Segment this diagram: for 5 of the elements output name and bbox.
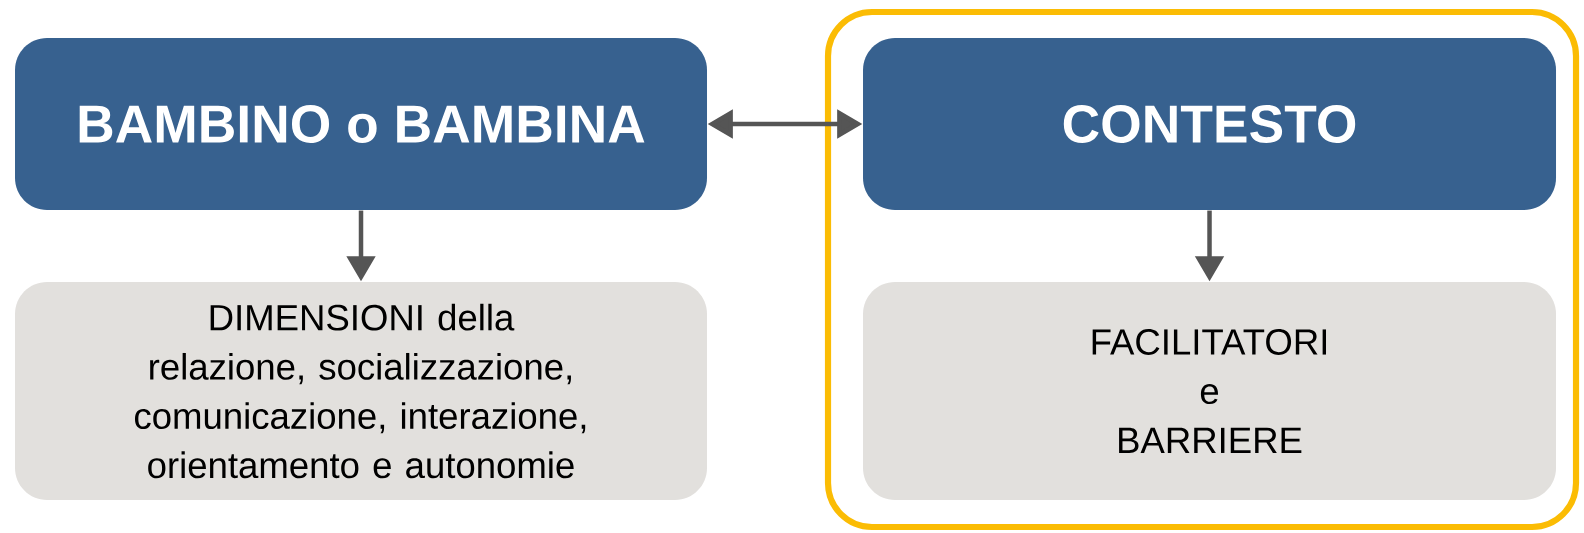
text-box: FACILITATORI e BARRIERE bbox=[863, 282, 1556, 500]
group-frame bbox=[824, 8, 1580, 531]
header-box: BAMBINO o BAMBINA bbox=[15, 38, 707, 210]
text-box: DIMENSIONI della relazione, socializzazione, comunicazione, interazione, orientamento e autonomie bbox=[15, 282, 707, 500]
header-box: CONTESTO bbox=[863, 38, 1556, 210]
